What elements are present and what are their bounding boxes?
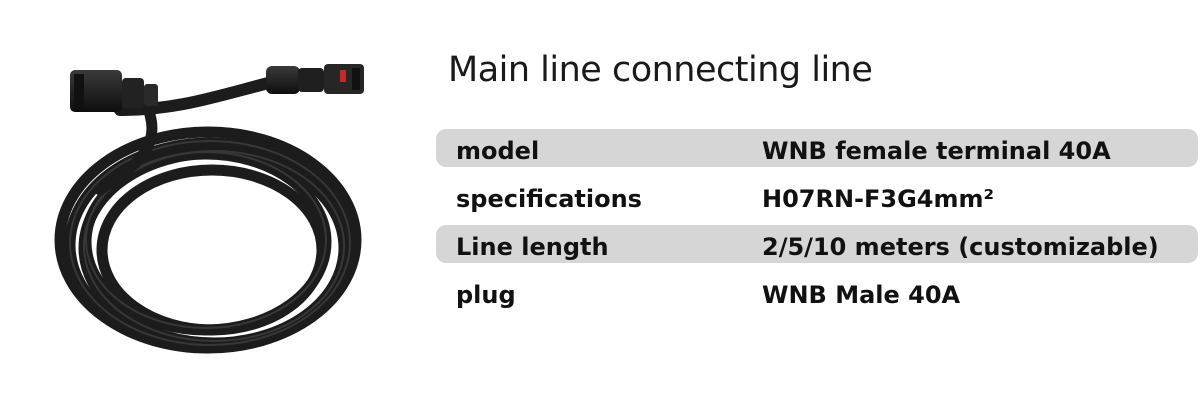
spec-value: WNB female terminal 40A — [762, 137, 1111, 165]
product-photo — [40, 40, 400, 370]
spec-row-specifications: specifications H07RN-F3G4mm² — [436, 177, 1198, 225]
spec-label: Line length — [456, 233, 609, 261]
spec-row-line-length: Line length 2/5/10 meters (customizable) — [436, 225, 1198, 273]
spec-label: specifications — [456, 185, 642, 213]
spec-row-plug: plug WNB Male 40A — [436, 273, 1198, 321]
spec-value: WNB Male 40A — [762, 281, 961, 309]
male-connector-icon — [266, 64, 364, 94]
spec-label: plug — [456, 281, 516, 309]
female-connector-icon — [70, 70, 158, 112]
spec-table: model WNB female terminal 40A specificat… — [436, 129, 1198, 321]
spec-value: 2/5/10 meters (customizable) — [762, 233, 1159, 261]
spec-label: model — [456, 137, 540, 165]
coiled-cable-icon — [54, 64, 364, 354]
spec-value: H07RN-F3G4mm² — [762, 185, 995, 213]
page-title: Main line connecting line — [448, 50, 873, 90]
spec-row-model: model WNB female terminal 40A — [436, 129, 1198, 177]
